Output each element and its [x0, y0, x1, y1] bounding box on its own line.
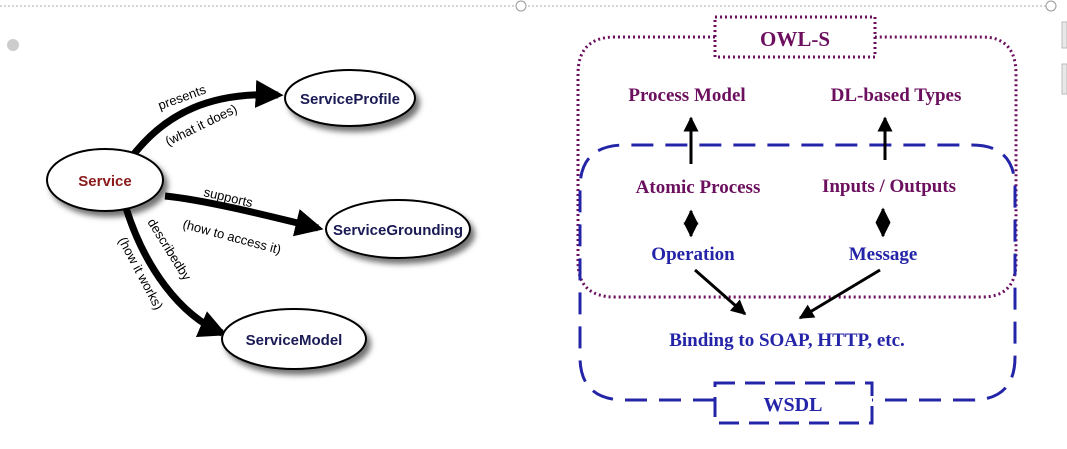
label-inputs-outputs: Inputs / Outputs	[822, 176, 956, 197]
node-service-grounding-label: ServiceGrounding	[333, 222, 463, 239]
owls-title-box	[713, 15, 877, 59]
node-service-grounding: ServiceGrounding	[325, 199, 471, 259]
label-atomic-process: Atomic Process	[636, 177, 761, 198]
wsdl-title: WSDL	[764, 394, 823, 416]
wsdl-title-box	[713, 381, 874, 425]
wsdl-region-border	[578, 143, 1017, 402]
slide-chrome	[0, 0, 1067, 95]
edge-presents	[125, 79, 284, 165]
node-service-profile: ServiceProfile	[284, 69, 416, 127]
edge-supports	[164, 192, 324, 237]
edge-mark-2	[1061, 63, 1067, 95]
node-service-profile-label: ServiceProfile	[300, 91, 400, 108]
label-dl-based-types: DL-based Types	[831, 85, 962, 106]
node-service-label: Service	[78, 173, 131, 190]
node-service-model-label: ServiceModel	[246, 332, 343, 349]
bullet-dot	[7, 39, 19, 51]
owls-title: OWL-S	[760, 27, 830, 51]
resize-handle-top-right[interactable]	[1045, 0, 1057, 12]
edge-sublabel-supports: (how to access it)	[181, 216, 283, 257]
label-message: Message	[849, 244, 918, 265]
label-process-model: Process Model	[628, 85, 745, 106]
node-service: Service	[46, 148, 164, 212]
label-operation: Operation	[651, 244, 735, 265]
arrow-message-to-binding	[798, 268, 881, 320]
edge-mark-1	[1061, 21, 1067, 49]
resize-handle-top-center[interactable]	[515, 0, 527, 12]
right-diagram: OWL-S WSDL Process Model DL-based Types …	[576, 15, 1018, 425]
owls-region-border	[576, 35, 1018, 299]
edge-describedby	[122, 206, 228, 338]
node-service-model: ServiceModel	[221, 308, 367, 370]
label-binding: Binding to SOAP, HTTP, etc.	[669, 330, 905, 351]
arrow-operation-to-binding	[694, 268, 747, 316]
left-diagram: presents (what it does) supports (how to…	[46, 69, 471, 370]
